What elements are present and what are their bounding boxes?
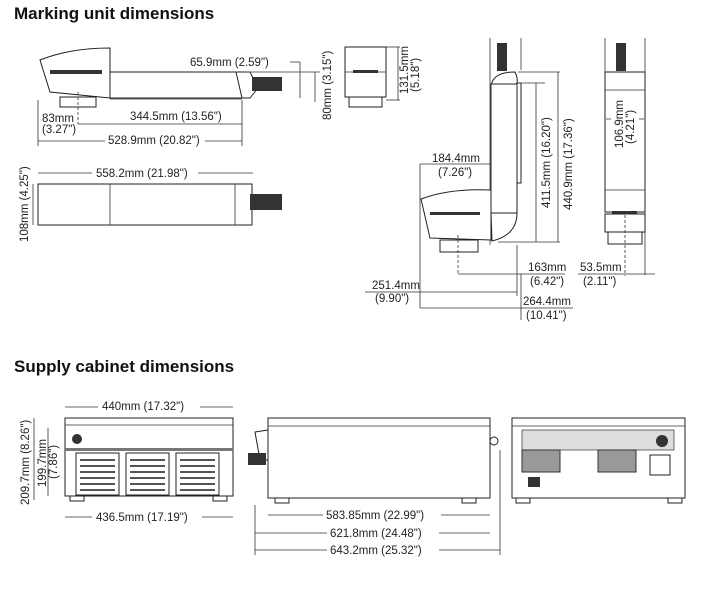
dim-column-440: 440.9mm (17.36") <box>563 118 575 210</box>
dim-body-length: 344.5mm (13.56") <box>130 111 222 123</box>
supply-cabinet-title: Supply cabinet dimensions <box>14 357 235 376</box>
dim-column-width-in: (4.21") <box>625 110 637 144</box>
dim-163-mm: 163mm <box>528 262 566 274</box>
dim-side-643: 643.2mm (25.32") <box>330 545 422 557</box>
dim-side-621: 621.8mm (24.48") <box>330 528 422 540</box>
dim-head-width-mm: 184.4mm <box>432 153 480 165</box>
marking-unit-front-view: 131.5mm (5.18") <box>344 46 422 108</box>
dim-top-width: 108mm (4.25") <box>19 166 31 242</box>
dim-264-mm: 264.4mm <box>523 296 571 308</box>
dim-53-mm: 53.5mm <box>580 262 622 274</box>
dim-top-length: 558.2mm (21.98") <box>96 168 188 180</box>
dim-offset-mm: 83mm <box>42 113 74 125</box>
dim-cabinet-width-436: 436.5mm (17.19") <box>96 512 188 524</box>
dim-cabinet-height-199-mm: 199.7mm <box>37 439 49 487</box>
marking-unit-side-view <box>39 47 282 108</box>
dim-column-411: 411.5mm (16.20") <box>541 117 553 208</box>
marking-unit-side-dims: 65.9mm (2.59") 80mm (3.15") 83mm (3.27")… <box>37 51 334 147</box>
dim-side-583: 583.85mm (22.99") <box>326 510 424 522</box>
dim-offset-in: (3.27") <box>42 124 76 136</box>
dim-cabinet-width-440: 440mm (17.32") <box>102 401 184 413</box>
dim-cabinet-height-209: 209.7mm (8.26") <box>20 420 32 505</box>
dim-251-in: (9.90") <box>375 293 409 305</box>
supply-cabinet-side-view: 583.85mm (22.99") 621.8mm (24.48") 643.2… <box>248 417 501 557</box>
dim-total-length: 528.9mm (20.82") <box>108 135 200 147</box>
supply-cabinet-rear-view <box>511 417 686 504</box>
dim-front-height-in: (5.18") <box>410 58 422 92</box>
dim-height-80: 80mm (3.15") <box>322 51 334 120</box>
dim-column-width-mm: 106.9mm <box>614 100 626 148</box>
dim-251-mm: 251.4mm <box>372 280 420 292</box>
dim-front-height-mm: 131.5mm <box>399 46 411 94</box>
marking-unit-title: Marking unit dimensions <box>14 4 215 23</box>
dim-163-in: (6.42") <box>530 276 564 288</box>
marking-unit-end-view: 106.9mm (4.21") 53.5mm (2.11") <box>578 38 655 288</box>
supply-cabinet-front-view: 440mm (17.32") 209.7mm (8.26") 199.7mm (… <box>20 400 234 524</box>
dim-head-width-in: (7.26") <box>438 167 472 179</box>
dim-connector-length: 65.9mm (2.59") <box>190 57 269 69</box>
dim-53-in: (2.11") <box>583 276 616 288</box>
dim-cabinet-height-199-in: (7.86") <box>48 445 60 479</box>
dim-264-in: (10.41") <box>526 310 567 322</box>
marking-unit-upright-view: 411.5mm (16.20") 440.9mm (17.36") 184.4m… <box>365 38 575 322</box>
marking-unit-top-view: 558.2mm (21.98") 108mm (4.25") <box>19 166 282 242</box>
